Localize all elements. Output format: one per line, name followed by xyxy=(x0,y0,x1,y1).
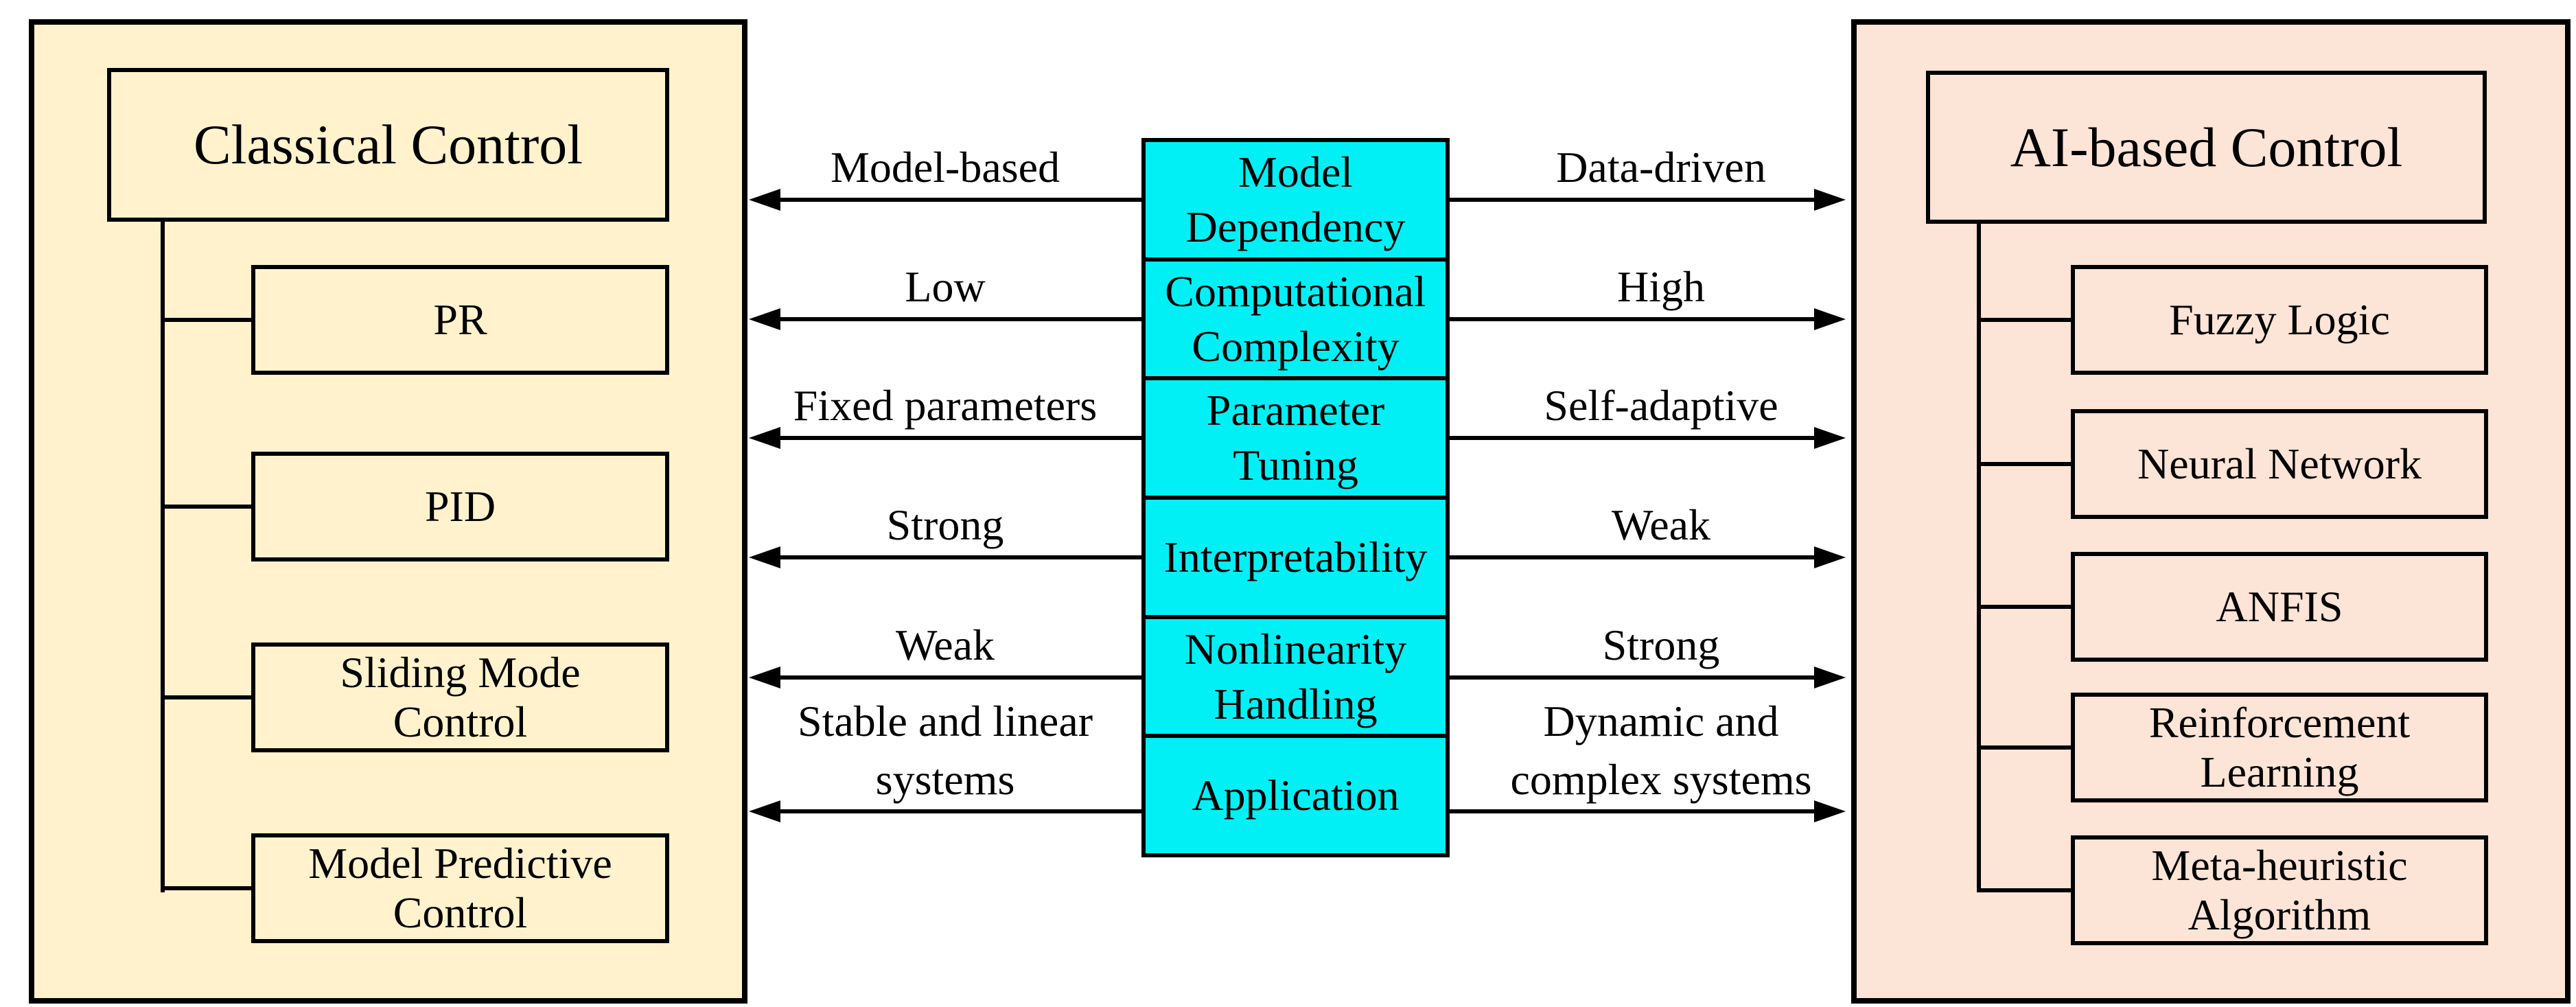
ai-item-neural-network: Neural Network xyxy=(2071,409,2488,519)
arrow-nonlinearity-left xyxy=(755,675,1141,680)
arrow-interpretability-right xyxy=(1450,555,1818,559)
ai-tree-branch-reinforcement-learning xyxy=(1977,745,2071,750)
classical-control-title: Classical Control xyxy=(193,113,583,176)
label-ai-application: Dynamic and complex systems xyxy=(1510,697,1812,804)
attribute-interpretability: Interpretability xyxy=(1146,496,1446,615)
arrowhead-computational-complexity-left xyxy=(749,308,780,330)
classical-tree-branch-mpc xyxy=(161,886,251,890)
label-classical-nonlinearity: Weak xyxy=(895,621,995,669)
label-ai-nonlinearity: Strong xyxy=(1602,621,1720,669)
classical-item-model-predictive-control: Model Predictive Control xyxy=(251,833,669,943)
label-classical-parameter-tuning: Fixed parameters xyxy=(793,381,1098,430)
classical-item-pr: PR xyxy=(251,265,669,375)
ai-tree-branch-anfis xyxy=(1977,605,2071,609)
label-ai-parameter-tuning: Self-adaptive xyxy=(1544,381,1778,430)
label-classical-computational-complexity: Low xyxy=(905,262,986,311)
arrowhead-computational-complexity-right xyxy=(1814,308,1846,330)
attribute-model-dependency: Model Dependency xyxy=(1185,147,1406,251)
arrow-model-dependency-right xyxy=(1450,198,1818,202)
classical-tree-branch-pr xyxy=(161,318,251,322)
classical-item-sliding-mode-control-label: Sliding Mode Control xyxy=(340,648,581,746)
classical-tree-vertical-line xyxy=(161,222,165,892)
classical-item-pid-label: PID xyxy=(424,482,496,531)
ai-item-reinforcement-learning-label: Reinforcement Learning xyxy=(2148,698,2411,796)
label-ai-interpretability: Weak xyxy=(1611,500,1711,549)
arrow-parameter-tuning-right xyxy=(1450,436,1818,440)
arrow-application-right xyxy=(1450,809,1818,813)
arrow-computational-complexity-left xyxy=(755,317,1141,321)
classical-item-sliding-mode-control: Sliding Mode Control xyxy=(251,643,669,752)
arrowhead-interpretability-right xyxy=(1814,546,1846,568)
arrow-computational-complexity-right xyxy=(1450,317,1818,321)
ai-item-neural-network-label: Neural Network xyxy=(2137,439,2422,488)
ai-item-anfis: ANFIS xyxy=(2071,552,2488,662)
classical-item-pr-label: PR xyxy=(433,295,487,344)
arrowhead-nonlinearity-right xyxy=(1814,667,1846,688)
attribute-application: Application xyxy=(1146,734,1446,853)
classical-tree-branch-pid xyxy=(161,505,251,509)
ai-control-title-box: AI-based Control xyxy=(1926,71,2487,224)
arrowhead-nonlinearity-left xyxy=(749,667,780,688)
classical-control-title-box: Classical Control xyxy=(107,68,669,222)
ai-item-meta-heuristic-algorithm-label: Meta-heuristic Algorithm xyxy=(2151,841,2408,939)
classical-item-model-predictive-control-label: Model Predictive Control xyxy=(308,839,612,937)
label-classical-interpretability: Strong xyxy=(886,500,1004,549)
arrowhead-model-dependency-left xyxy=(749,189,780,211)
arrow-nonlinearity-right xyxy=(1450,675,1818,680)
ai-tree-branch-meta-heuristic xyxy=(1977,888,2071,892)
ai-control-title: AI-based Control xyxy=(2010,115,2403,178)
attribute-computational-complexity: Computational Complexity xyxy=(1146,257,1446,377)
ai-item-meta-heuristic-algorithm: Meta-heuristic Algorithm xyxy=(2071,835,2488,945)
classical-item-pid: PID xyxy=(251,452,669,562)
ai-tree-branch-neural-network xyxy=(1977,462,2071,466)
arrowhead-interpretability-left xyxy=(749,546,780,568)
ai-tree-branch-fuzzy-logic xyxy=(1977,318,2071,322)
arrow-parameter-tuning-left xyxy=(755,436,1141,440)
arrowhead-parameter-tuning-left xyxy=(749,427,780,449)
arrow-interpretability-left xyxy=(755,555,1141,559)
ai-tree-vertical-line xyxy=(1977,224,1981,892)
classical-tree-branch-smc xyxy=(161,695,251,699)
ai-item-anfis-label: ANFIS xyxy=(2216,582,2343,631)
ai-item-fuzzy-logic: Fuzzy Logic xyxy=(2071,265,2488,375)
arrow-application-left xyxy=(755,809,1141,813)
attribute-nonlinearity-handling: Nonlinearity Handling xyxy=(1146,614,1446,734)
label-classical-model-dependency: Model-based xyxy=(830,143,1060,192)
arrowhead-model-dependency-right xyxy=(1814,189,1846,211)
arrowhead-application-right xyxy=(1814,800,1846,822)
arrow-model-dependency-left xyxy=(755,198,1141,202)
attribute-parameter-tuning: Parameter Tuning xyxy=(1146,376,1446,496)
arrowhead-parameter-tuning-right xyxy=(1814,427,1846,449)
label-ai-model-dependency: Data-driven xyxy=(1556,143,1766,192)
label-ai-computational-complexity: High xyxy=(1617,262,1705,311)
ai-item-reinforcement-learning: Reinforcement Learning xyxy=(2071,693,2488,802)
arrowhead-application-left xyxy=(749,800,780,822)
label-classical-application: Stable and linear systems xyxy=(797,697,1093,804)
ai-item-fuzzy-logic-label: Fuzzy Logic xyxy=(2169,295,2390,344)
comparison-attribute-column: Model Dependency Computational Complexit… xyxy=(1141,138,1450,857)
